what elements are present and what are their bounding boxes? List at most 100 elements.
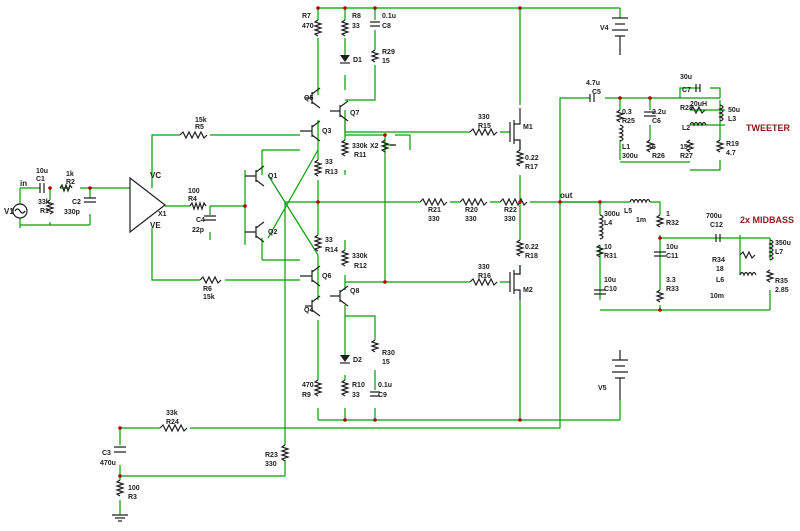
label-components-c12-ref: C12 [710,222,723,229]
label-components-l5-ref: L5 [624,208,632,215]
label-components-c1-ref: C1 [36,176,45,183]
label-components-r10-value: 33 [352,392,360,399]
label-components-q8-ref: Q8 [350,288,359,295]
label-components-q2-ref: Q2 [268,229,277,236]
label-components-r20-ref: R20 [465,207,478,214]
transistor-q1-symbol [245,165,265,187]
label-components-l2-ref: L2 [682,125,690,132]
capacitor-c5-symbol [589,94,595,102]
ground-symbol [112,514,128,522]
label-labels-x2: X2 [370,143,379,150]
inductor-l1-symbol [618,124,624,142]
capacitor-c8-symbol [370,21,380,27]
transistor-q7-symbol [330,100,349,122]
capacitor-c7-symbol [695,84,701,92]
label-components-r17-value: 0.22 [525,155,539,162]
label-components-r26-value: 6 [652,144,656,151]
transistor-q2-symbol [245,221,265,243]
label-components-c10-value: 10u [604,277,616,284]
resistor-r28-symbol [689,105,706,115]
label-components-c10-ref: C10 [604,286,617,293]
label-components-r19-value: 4.7 [726,150,736,157]
label-in: in [20,179,27,188]
label-components-l1-ref: L1 [622,144,630,151]
capacitor-c9-symbol [370,391,380,397]
resistor-r22-symbol [499,197,528,207]
label-components-r32-ref: R32 [666,220,679,227]
resistor-r30-symbol [370,339,380,353]
label-components-q3-ref: Q3 [322,128,331,135]
label-components-c9-ref: C9 [378,392,387,399]
label-components-r27-value: 15 [680,144,688,151]
resistor-r18-symbol [515,239,525,257]
label-components-l4-value: 300u [604,211,620,218]
label-components-r25-value: 0.3 [622,109,632,116]
resistor-r3-symbol [115,479,125,497]
resistor-r24-symbol [159,423,188,433]
label-components-c11-value: 10u [666,244,678,251]
inductor-l3-symbol [718,104,724,122]
wires [19,7,771,515]
label-components-c8-ref: C8 [382,23,391,30]
resistor-r15-symbol [469,127,498,137]
label-components-r3-value: 100 [128,485,140,492]
label-components-r22-ref: R22 [504,207,517,214]
label-components-d2-ref: D2 [353,357,362,364]
label-components-r5-value: 15k [195,117,207,124]
label-components-q7-ref: Q7 [350,110,359,117]
inductor-l5-symbol [629,198,651,204]
label-components-d1-ref: D1 [353,57,362,64]
label-components-r17-ref: R17 [525,164,538,171]
capacitor-c12-symbol [715,234,721,242]
label-components-c2-ref: C2 [72,199,81,206]
label-components-r14-ref: R14 [325,247,338,254]
label-components-c7-ref: C7 [682,87,691,94]
capacitor-c11-symbol [654,251,666,257]
label-components-r4-value: 100 [188,188,200,195]
label-components-r8-ref: R8 [352,13,361,20]
label-components-l3-ref: L3 [728,116,736,123]
label-v1: V1 [4,207,14,216]
capacitor-c6-symbol [644,111,656,117]
resistor-r13-symbol [313,159,323,177]
label-components-r16-ref: R16 [478,273,491,280]
resistor-r31-symbol [595,244,605,258]
label-components-r34-ref: R34 [712,257,725,264]
resistor-r5-symbol [179,130,208,140]
capacitor-c4-symbol [204,215,216,221]
label-components-r18-ref: R18 [525,253,538,260]
resistor-r21-symbol [419,197,448,207]
transistor-q4-symbol [305,295,321,317]
label-components-r9-ref: R9 [302,392,311,399]
inductor-l7-symbol [768,239,774,261]
junction-dots [48,6,662,478]
label-components-r32-value: 1 [666,211,670,218]
label-components-r25-ref: R25 [622,118,635,125]
labels: in V1 10u C1 1k R2 33k R1 C2 330p VC VE … [4,13,794,501]
inductor-l2-symbol [689,121,707,127]
transistor-q6-symbol [300,265,321,287]
label-components-q6-ref: Q6 [322,273,331,280]
label-components-l7-value: 350u [775,240,791,247]
resistor-r35-symbol [765,269,775,283]
tweeter-title: TWEETER [746,123,790,133]
label-components-l7-ref: L7 [775,249,783,256]
label-components-c4-ref: C4 [196,217,205,224]
resistor-r32-symbol [655,214,665,228]
label-components-r28-ref: R28 [680,105,693,112]
label-components-r30-ref: R30 [382,350,395,357]
label-components-r31-value: 10 [604,244,612,251]
label-components-c1-value: 10u [36,168,48,175]
resistor-r10-symbol [340,379,350,397]
label-labels-v5: V5 [598,385,607,392]
resistor-r25-symbol [615,109,625,123]
resistor-r4-symbol [189,201,207,211]
label-components-r11-ref: R11 [354,152,367,159]
label-components-r20-value: 330 [465,216,477,223]
label-components-r10-ref: R10 [352,382,365,389]
label-components-r4-ref: R4 [188,196,197,203]
label-components-l1-value: 300u [622,153,638,160]
label-components-r5-ref: R5 [195,124,204,131]
resistor-r33-symbol [655,289,665,303]
